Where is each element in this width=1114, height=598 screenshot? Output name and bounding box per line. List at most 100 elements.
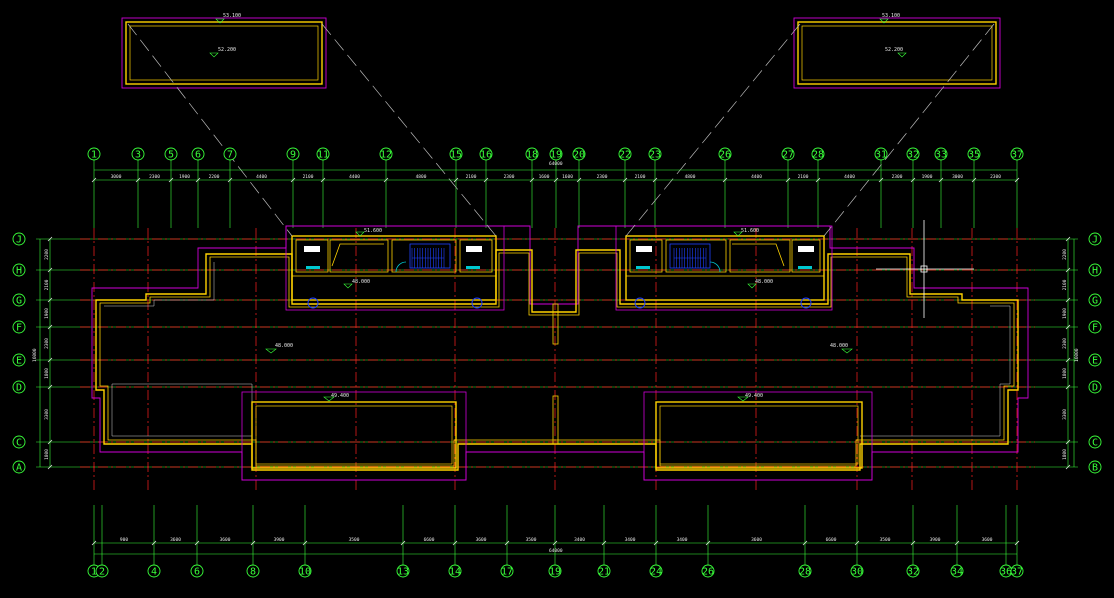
- right-dim-label: 2100: [1062, 279, 1068, 290]
- roof-plan-right: [797, 21, 997, 85]
- dim-tick: [1065, 439, 1071, 445]
- elevator-left-a: [304, 246, 320, 252]
- dim-tick: [47, 324, 53, 330]
- svg-text:53.100: 53.100: [882, 13, 900, 19]
- axis-label: 27: [782, 150, 794, 161]
- right-dim-label: 3300: [1062, 409, 1068, 420]
- axis-label: 26: [719, 150, 731, 161]
- axis-label: G: [16, 296, 22, 307]
- axis-label: 37: [1011, 150, 1023, 161]
- svg-text:51.600: 51.600: [741, 228, 759, 234]
- bottom-axis-bubble: 24: [649, 564, 663, 578]
- left-axis-bubble: A: [12, 460, 26, 474]
- axis-label: D: [1092, 383, 1098, 394]
- dim-tick: [601, 540, 607, 546]
- axis-label: 16: [480, 150, 492, 161]
- projection-line-1: [127, 23, 293, 237]
- spine-upper: [552, 303, 559, 345]
- level-marker-lower-left: 49.400: [323, 393, 349, 402]
- core-right-room-1: [629, 239, 663, 273]
- column-left-a: [307, 297, 319, 309]
- core-left-magenta: [285, 225, 505, 311]
- axis-label: 3: [135, 150, 141, 161]
- grid-lines: [36, 160, 1078, 566]
- top-dim-label: 4400: [751, 174, 762, 180]
- right-axis-bubble: E: [1088, 353, 1102, 367]
- level-marker-core-left-mid: 48.000: [343, 279, 370, 289]
- left-dim-label: 1800: [44, 449, 50, 460]
- top-axis-bubble: 15: [449, 147, 463, 161]
- bottom-axis-bubble: 26: [701, 564, 715, 578]
- top-axis-bubble: 37: [1010, 147, 1024, 161]
- axis-label: 10: [299, 567, 311, 578]
- level-marker-main-right: 48.000: [830, 343, 853, 354]
- left-axis-bubble: E: [12, 353, 26, 367]
- door-left-b: [466, 266, 480, 269]
- bottom-dim-label: 3600: [751, 537, 762, 543]
- bottom-axis-bubble: 32: [906, 564, 920, 578]
- dim-tick: [529, 177, 535, 183]
- roof-plan-right-inner: [801, 25, 993, 81]
- level-marker-lower-right: 49.400: [737, 393, 763, 402]
- roof-plan-right-magenta: [793, 17, 1001, 89]
- top-axis-bubble: 7: [223, 147, 237, 161]
- left-axis-bubble: D: [12, 380, 26, 394]
- right-axis-bubble: C: [1088, 435, 1102, 449]
- bottom-dim-label: 3900: [274, 537, 285, 543]
- core-right-outer: [625, 235, 825, 301]
- dim-tick: [250, 540, 256, 546]
- dim-tick: [910, 540, 916, 546]
- axis-label: 36: [1000, 567, 1012, 578]
- dim-tick: [47, 464, 53, 470]
- left-axis-bubble: F: [12, 320, 26, 334]
- dim-tick: [878, 177, 884, 183]
- dim-tick: [47, 384, 53, 390]
- axis-label: 8: [250, 567, 256, 578]
- bottom-dim-label: 3500: [526, 537, 537, 543]
- total-dimension-left: 16000: [32, 348, 38, 362]
- top-dim-label: 4400: [349, 174, 360, 180]
- right-axis-bubble: H: [1088, 263, 1102, 277]
- dim-tick: [168, 177, 174, 183]
- left-axis-bubble: G: [12, 293, 26, 307]
- axis-label: 30: [851, 567, 863, 578]
- axis-label: E: [16, 356, 22, 367]
- top-axis-bubble: 23: [648, 147, 662, 161]
- elevator-right-a: [636, 246, 652, 252]
- svg-text:48.000: 48.000: [275, 343, 293, 349]
- left-dim-label: 2200: [44, 249, 50, 260]
- axis-label: 23: [649, 150, 661, 161]
- dim-tick: [302, 540, 308, 546]
- main-wall-outer: [95, 249, 1019, 471]
- axis-label: 2: [99, 567, 105, 578]
- dim-tick: [910, 177, 916, 183]
- dim-tick: [815, 177, 821, 183]
- bottom-dim-label: 3900: [930, 537, 941, 543]
- dim-tick: [802, 540, 808, 546]
- right-dim-label: 1900: [1062, 308, 1068, 319]
- top-dim-label: 3000: [111, 174, 122, 180]
- column-right-b: [800, 297, 812, 309]
- ramp-left: [331, 243, 384, 267]
- core-left-room-2: [329, 239, 389, 273]
- top-axis-bubble: 26: [718, 147, 732, 161]
- axis-label: 19: [550, 150, 562, 161]
- top-axis-bubble: 9: [286, 147, 300, 161]
- axis-label: 1: [91, 567, 97, 578]
- bottom-axis-bubble: 30: [850, 564, 864, 578]
- total-dimension-top: 64000: [549, 161, 563, 167]
- svg-text:52.200: 52.200: [885, 47, 903, 53]
- dim-tick: [938, 177, 944, 183]
- top-axis-bubble: 3: [131, 147, 145, 161]
- top-dim-label: 4800: [685, 174, 696, 180]
- dim-tick: [227, 177, 233, 183]
- dim-tick: [47, 297, 53, 303]
- dim-tick: [290, 177, 296, 183]
- bottom-axis-bubble: 34: [950, 564, 964, 578]
- core-right-magenta: [615, 225, 833, 311]
- core-right-room-3: [729, 239, 791, 273]
- dim-tick: [622, 177, 628, 183]
- elevator-right-b: [798, 246, 814, 252]
